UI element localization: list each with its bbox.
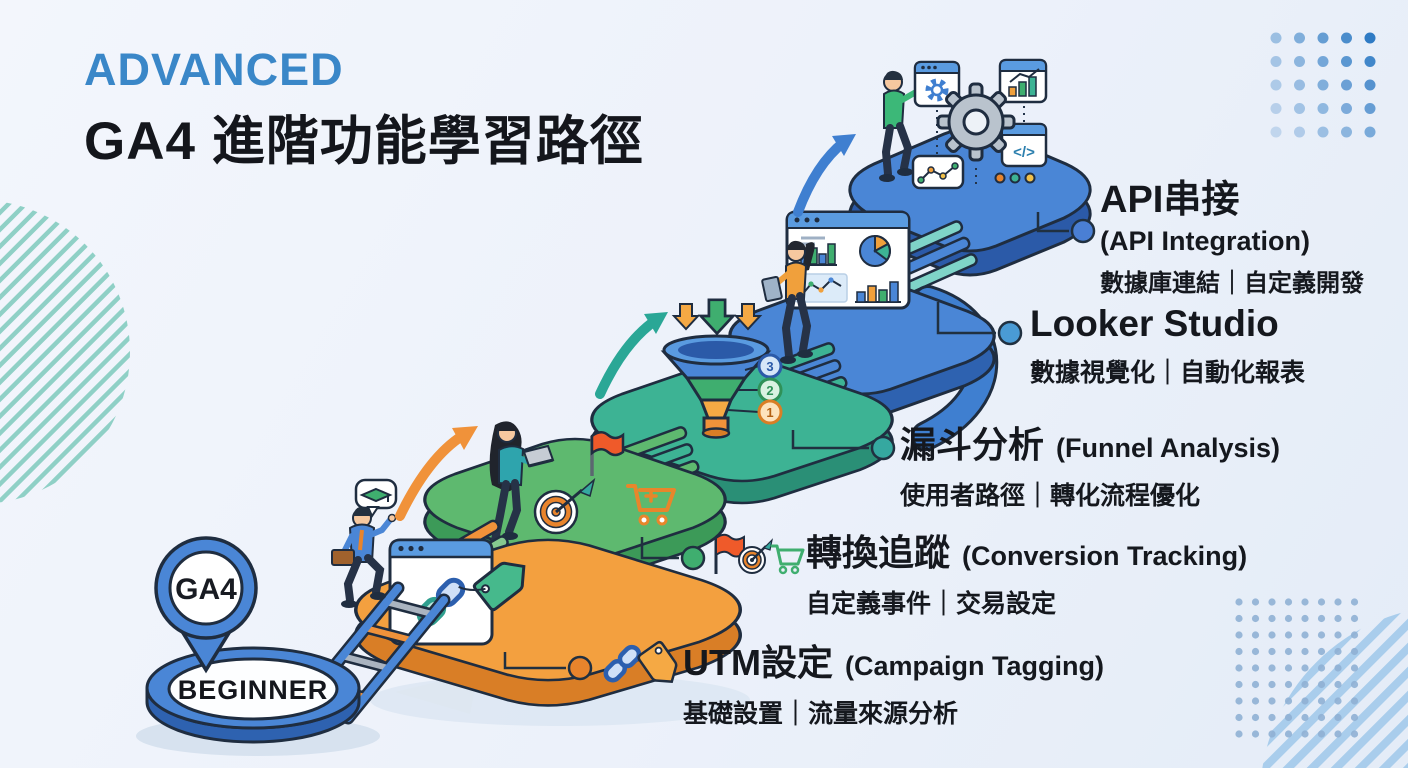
funnel-badge-3 [757, 353, 783, 379]
code-window: </> [1000, 122, 1048, 168]
milestone-subtitle: 數據庫連結｜自定義開發 [1100, 270, 1364, 297]
milestone-subtitle: 數據視覺化｜自動化報表 [1030, 359, 1306, 387]
figure-woman-tablet [761, 240, 815, 364]
milestone-looker: Looker Studio 數據視覺化｜自動化報表 [1030, 303, 1305, 389]
scatter-card [911, 154, 965, 190]
cart-icon [770, 544, 805, 575]
milestone-conversion: 轉換追蹤 (Conversion Tracking) 自定義事件｜交易設定 [806, 524, 1247, 620]
code-glyph: </> [1013, 144, 1035, 161]
target-icon [738, 538, 773, 574]
flag-icon [714, 533, 745, 574]
target-illustration [533, 477, 596, 535]
ga4-pin-label: GA4 [175, 573, 237, 606]
milestone-title: UTM設定 [683, 642, 833, 683]
growth-arrow-orange [395, 426, 478, 521]
milestone-title-en: (Campaign Tagging) [844, 651, 1104, 681]
milestone-subtitle: 自定義事件｜交易設定 [806, 590, 1057, 618]
ga4-pin: GA4 [154, 536, 258, 674]
looker-dot [997, 320, 1023, 346]
dot-grid-top-right [1270, 32, 1376, 138]
flag-marker [590, 431, 625, 476]
dot-grid-bottom-right [1235, 598, 1359, 738]
milestone-subtitle: 使用者路徑｜轉化流程優化 [900, 482, 1201, 510]
svg-text:1: 1 [766, 405, 773, 420]
milestone-title: 轉換追蹤 [806, 532, 951, 573]
beginner-label: BEGINNER [178, 675, 329, 705]
mini-gear-icon [925, 78, 949, 102]
milestone-connectors [503, 212, 1069, 670]
milestone-api: API串接 (API Integration) 數據庫連結｜自定義開發 [1100, 168, 1364, 298]
utm-dot [567, 655, 593, 681]
striped-circle-left [0, 201, 130, 503]
funnel-badge-1 [757, 399, 783, 425]
api-dot [1070, 218, 1096, 244]
page-title: GA4 進階功能學習路徑 [84, 112, 644, 171]
milestone-title: API串接 [1100, 179, 1240, 221]
milestone-subtitle: 基礎設置｜流量來源分析 [683, 700, 959, 728]
svg-text:2: 2 [766, 383, 773, 398]
funnel-arrow-down-center [697, 298, 737, 336]
chart-window [998, 58, 1048, 104]
svg-text:3: 3 [766, 359, 773, 374]
milestone-title-en: (Conversion Tracking) [962, 541, 1248, 571]
dashboard-window [785, 210, 911, 310]
gear-icon [936, 82, 1016, 162]
tag-illustration [458, 561, 526, 612]
milestone-title-en: (Funnel Analysis) [1056, 433, 1281, 463]
funnel-arrow-down-left [671, 303, 701, 331]
funnel-arrow-down-right [733, 303, 763, 331]
header-kicker: ADVANCED [84, 44, 344, 95]
milestone-utm: UTM設定 (Campaign Tagging) 基礎設置｜流量來源分析 [683, 634, 1104, 730]
growth-arrow-teal [595, 312, 668, 399]
milestone-title: 漏斗分析 [900, 424, 1045, 465]
milestone-title: Looker Studio [1030, 303, 1279, 344]
milestone-title-en: (API Integration) [1100, 226, 1310, 256]
link-icon [603, 644, 642, 683]
dashed-links [936, 106, 1025, 184]
figure-man-suit [331, 478, 398, 608]
beginner-disc: BEGINNER [145, 646, 361, 744]
milestone-funnel: 漏斗分析 (Funnel Analysis) 使用者路徑｜轉化流程優化 [900, 416, 1280, 512]
growth-arrow-blue [793, 134, 856, 217]
funnel-illustration: 3 2 1 [660, 298, 783, 439]
grad-cap-icon [359, 487, 393, 503]
status-dots [994, 172, 1036, 184]
striped-circle-bottom-right [1262, 611, 1408, 768]
figure-woman-laptop [485, 421, 555, 548]
tag-icon [637, 640, 678, 683]
funnel-dot [870, 435, 896, 461]
cart-illustration [626, 484, 676, 526]
conversion-dot [680, 545, 706, 571]
